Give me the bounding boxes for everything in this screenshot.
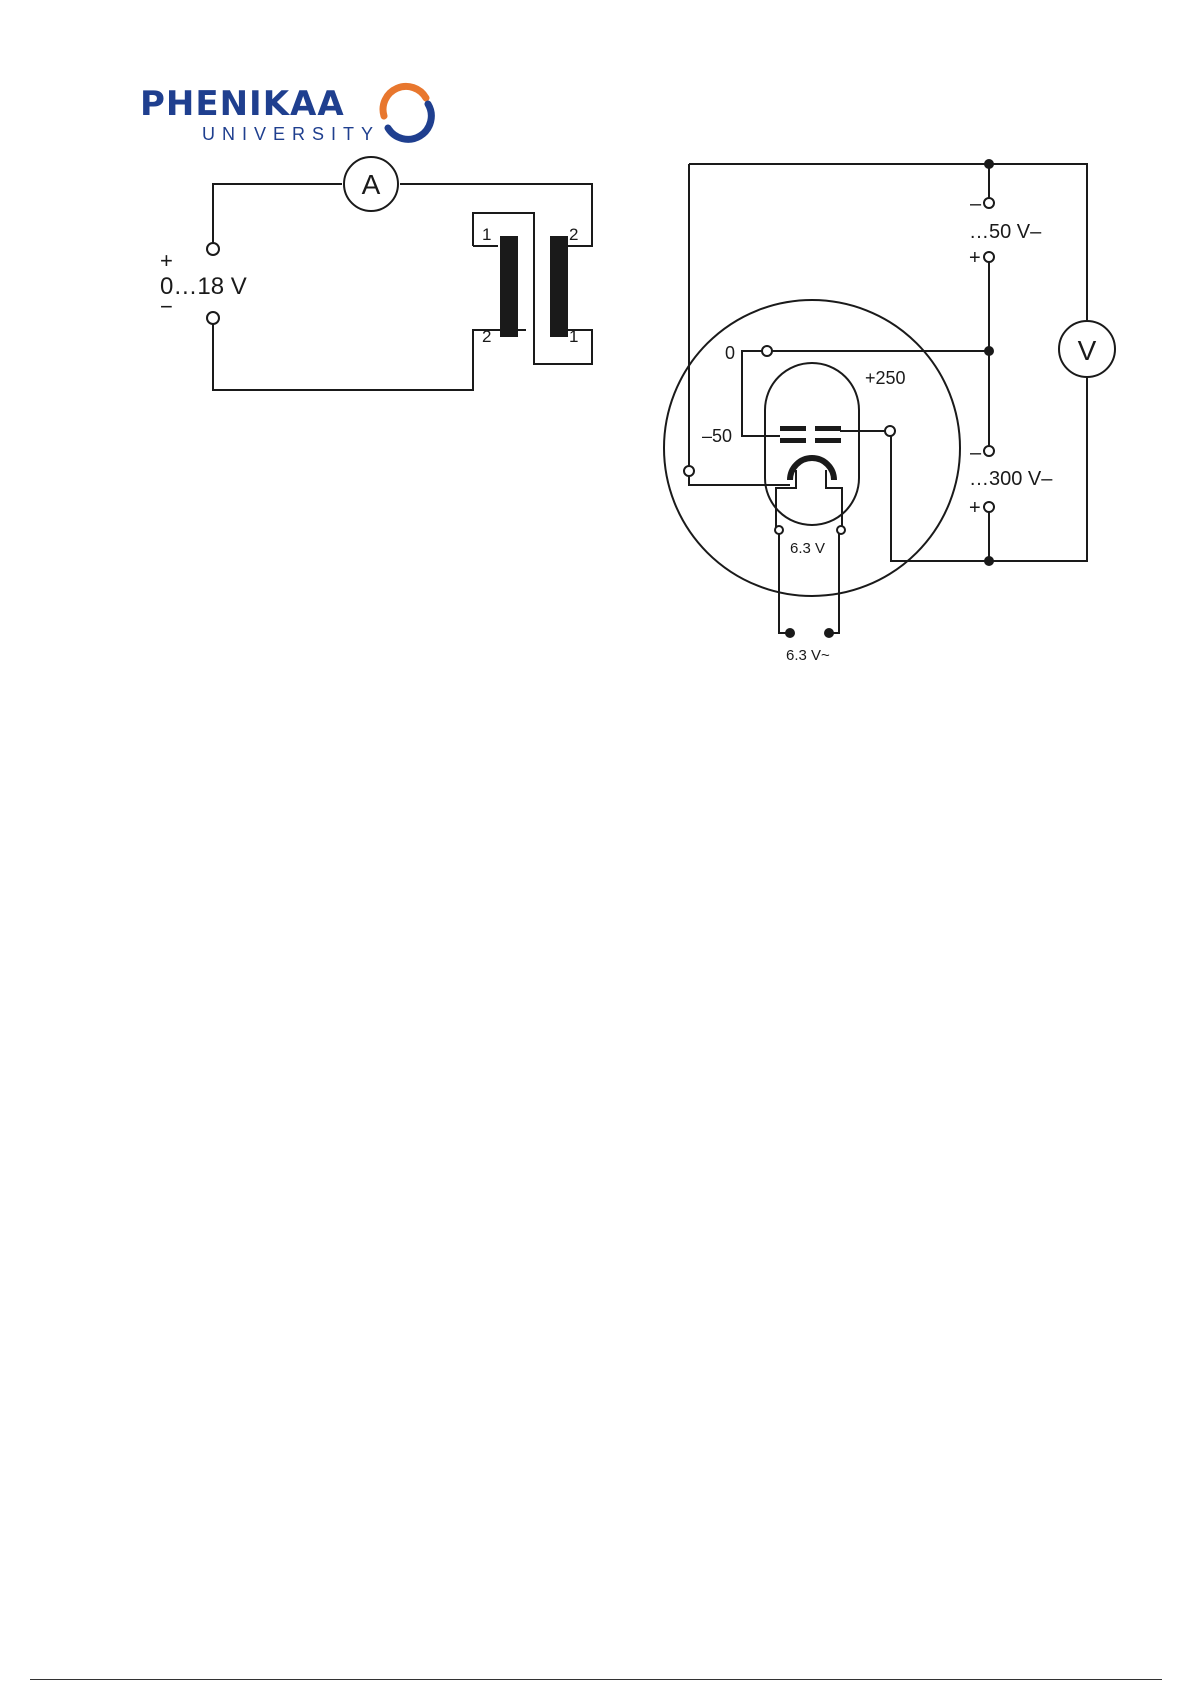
minus-50-label: –50 <box>702 426 732 446</box>
pin-label-2-top: 2 <box>569 225 578 244</box>
zero-label: 0 <box>725 343 735 363</box>
minus-mid: – <box>970 442 982 464</box>
heater-inner-label: 6.3 V <box>790 540 825 557</box>
heater-supply-label: 6.3 V~ <box>786 647 830 664</box>
pin-label-1-top: 1 <box>482 225 491 244</box>
plus-top: + <box>969 247 981 269</box>
plus-sign: + <box>160 248 173 273</box>
left-plate-1 <box>500 236 518 337</box>
left-plate-2 <box>550 236 568 337</box>
pin-label-1-bottom: 1 <box>569 327 578 346</box>
pin-label-2-bottom: 2 <box>482 327 491 346</box>
supply-300-label: …300 V– <box>969 468 1053 490</box>
supply-50-label: …50 V– <box>969 221 1042 243</box>
terminal-minus <box>207 312 219 324</box>
supply-voltage-label: 0…18 V <box>160 273 247 300</box>
page-bottom-rule <box>30 1679 1162 1680</box>
plus-mid: + <box>969 497 981 519</box>
plus-250-label: +250 <box>865 368 906 388</box>
terminal-plus <box>207 243 219 255</box>
voltmeter-label: V <box>1078 335 1097 366</box>
left-circuit <box>213 184 592 390</box>
ammeter-label: A <box>362 169 381 200</box>
minus-sign: − <box>160 294 173 319</box>
minus-top: – <box>970 193 982 215</box>
